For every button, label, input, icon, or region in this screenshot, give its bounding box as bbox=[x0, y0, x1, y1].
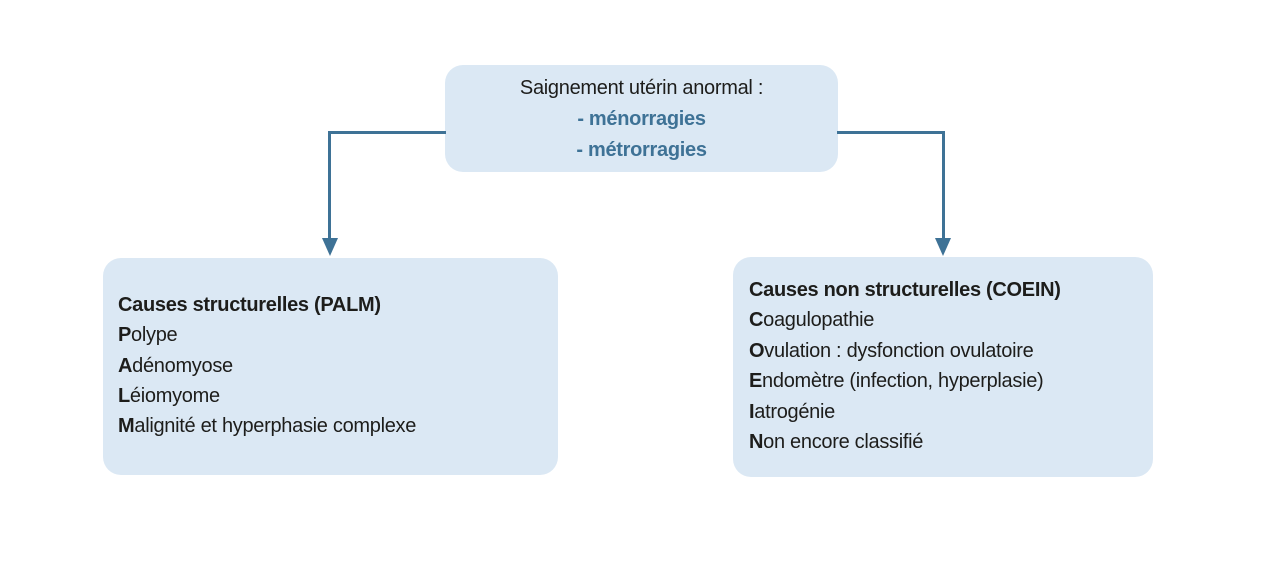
coein-item-rest: on encore classifié bbox=[763, 431, 924, 454]
coein-box: Causes non structurelles (COEIN) Coagulo… bbox=[733, 257, 1153, 477]
connector-left-horizontal bbox=[328, 131, 446, 134]
palm-item-lead: L bbox=[118, 384, 130, 407]
root-box-bullet-metrorragies: - métrorragies bbox=[576, 139, 707, 161]
coein-item-rest: vulation : dysfonction ovulatoire bbox=[764, 339, 1034, 362]
palm-item-leiomyome: Léiomyome bbox=[118, 381, 548, 411]
coein-item-lead: I bbox=[749, 400, 755, 423]
coein-item-endometre: Endomètre (infection, hyperplasie) bbox=[749, 366, 1143, 396]
root-box-saignement: Saignement utérin anormal : - ménorragie… bbox=[445, 65, 838, 172]
palm-item-malignite: Malignité et hyperphasie complexe bbox=[118, 411, 548, 441]
coein-item-lead: E bbox=[749, 370, 763, 393]
palm-box: Causes structurelles (PALM) Polype Adéno… bbox=[103, 258, 558, 475]
coein-item-ovulation: Ovulation : dysfonction ovulatoire bbox=[749, 336, 1143, 366]
connector-left-vertical bbox=[328, 131, 331, 239]
coein-item-lead: C bbox=[749, 309, 764, 332]
palm-item-lead: P bbox=[118, 324, 132, 347]
palm-item-lead: M bbox=[118, 415, 135, 438]
coein-box-title: Causes non structurelles (COEIN) bbox=[749, 279, 1061, 301]
palm-item-rest: dénomyose bbox=[132, 354, 233, 377]
palm-item-rest: olype bbox=[131, 324, 178, 347]
coein-item-coagulopathie: Coagulopathie bbox=[749, 305, 1143, 335]
palm-item-polype: Polype bbox=[118, 320, 548, 350]
palm-item-lead: A bbox=[118, 354, 133, 377]
coein-item-rest: oagulopathie bbox=[763, 309, 875, 332]
coein-item-non-classifie: Non encore classifié bbox=[749, 427, 1143, 457]
coein-item-lead: O bbox=[749, 339, 765, 362]
coein-item-lead: N bbox=[749, 431, 764, 454]
root-box-title: Saignement utérin anormal : bbox=[519, 77, 764, 99]
connector-right-horizontal bbox=[837, 131, 945, 134]
arrow-down-left-icon bbox=[322, 238, 338, 256]
palm-item-rest: alignité et hyperphasie complexe bbox=[134, 415, 417, 438]
connector-right-vertical bbox=[942, 131, 945, 239]
palm-item-rest: éiomyome bbox=[129, 384, 220, 407]
palm-box-title: Causes structurelles (PALM) bbox=[118, 294, 381, 316]
coein-item-iatrogenie: Iatrogénie bbox=[749, 397, 1143, 427]
coein-item-rest: atrogénie bbox=[754, 400, 835, 423]
palm-item-adenomyose: Adénomyose bbox=[118, 351, 548, 381]
root-box-bullet-menorragies: - ménorragies bbox=[577, 108, 706, 130]
arrow-down-right-icon bbox=[935, 238, 951, 256]
coein-item-rest: ndomètre (infection, hyperplasie) bbox=[762, 370, 1044, 393]
